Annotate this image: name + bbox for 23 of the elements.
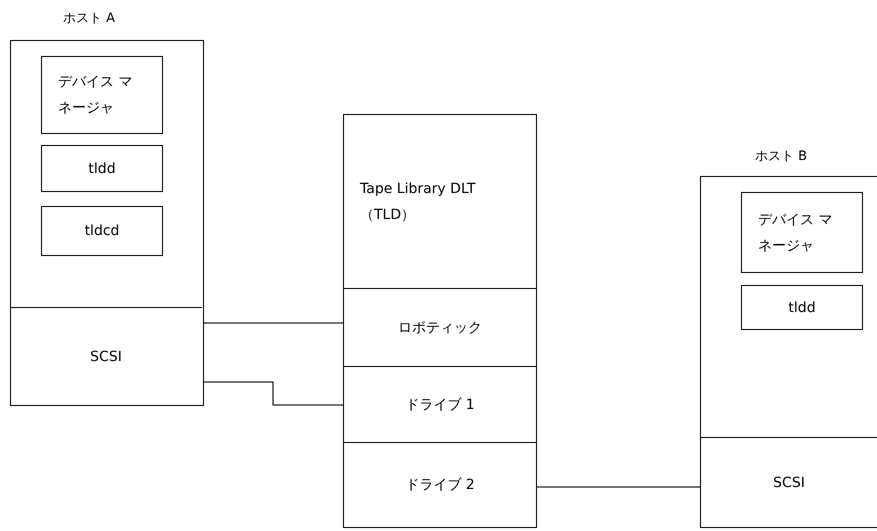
library-section (343, 366, 537, 443)
library-section (343, 442, 537, 528)
process-box (741, 192, 863, 273)
box-label: SCSI (773, 474, 805, 493)
host-label: ホスト A (63, 10, 116, 27)
box-label: SCSI (90, 348, 122, 367)
box-label: ドライブ 2 (405, 476, 475, 495)
process-box (41, 145, 163, 192)
box-label: ドライブ 1 (405, 396, 475, 414)
process-box (741, 285, 863, 330)
box-label: tldcd (84, 222, 120, 241)
box-label: tldd (788, 298, 816, 318)
process-box (41, 56, 163, 134)
box-label: デバイス マネージャ (758, 210, 834, 256)
connector-line (536, 486, 700, 488)
library-section (343, 114, 537, 289)
box-label: デバイス マネージャ (58, 73, 134, 118)
process-box (41, 206, 163, 256)
library-section (343, 288, 537, 367)
host-label: ホスト B (755, 148, 808, 165)
box-label: Tape Library DLT （TLD） (360, 180, 476, 224)
box-label: tldd (88, 160, 116, 178)
box-label: ロボティック (398, 318, 482, 338)
